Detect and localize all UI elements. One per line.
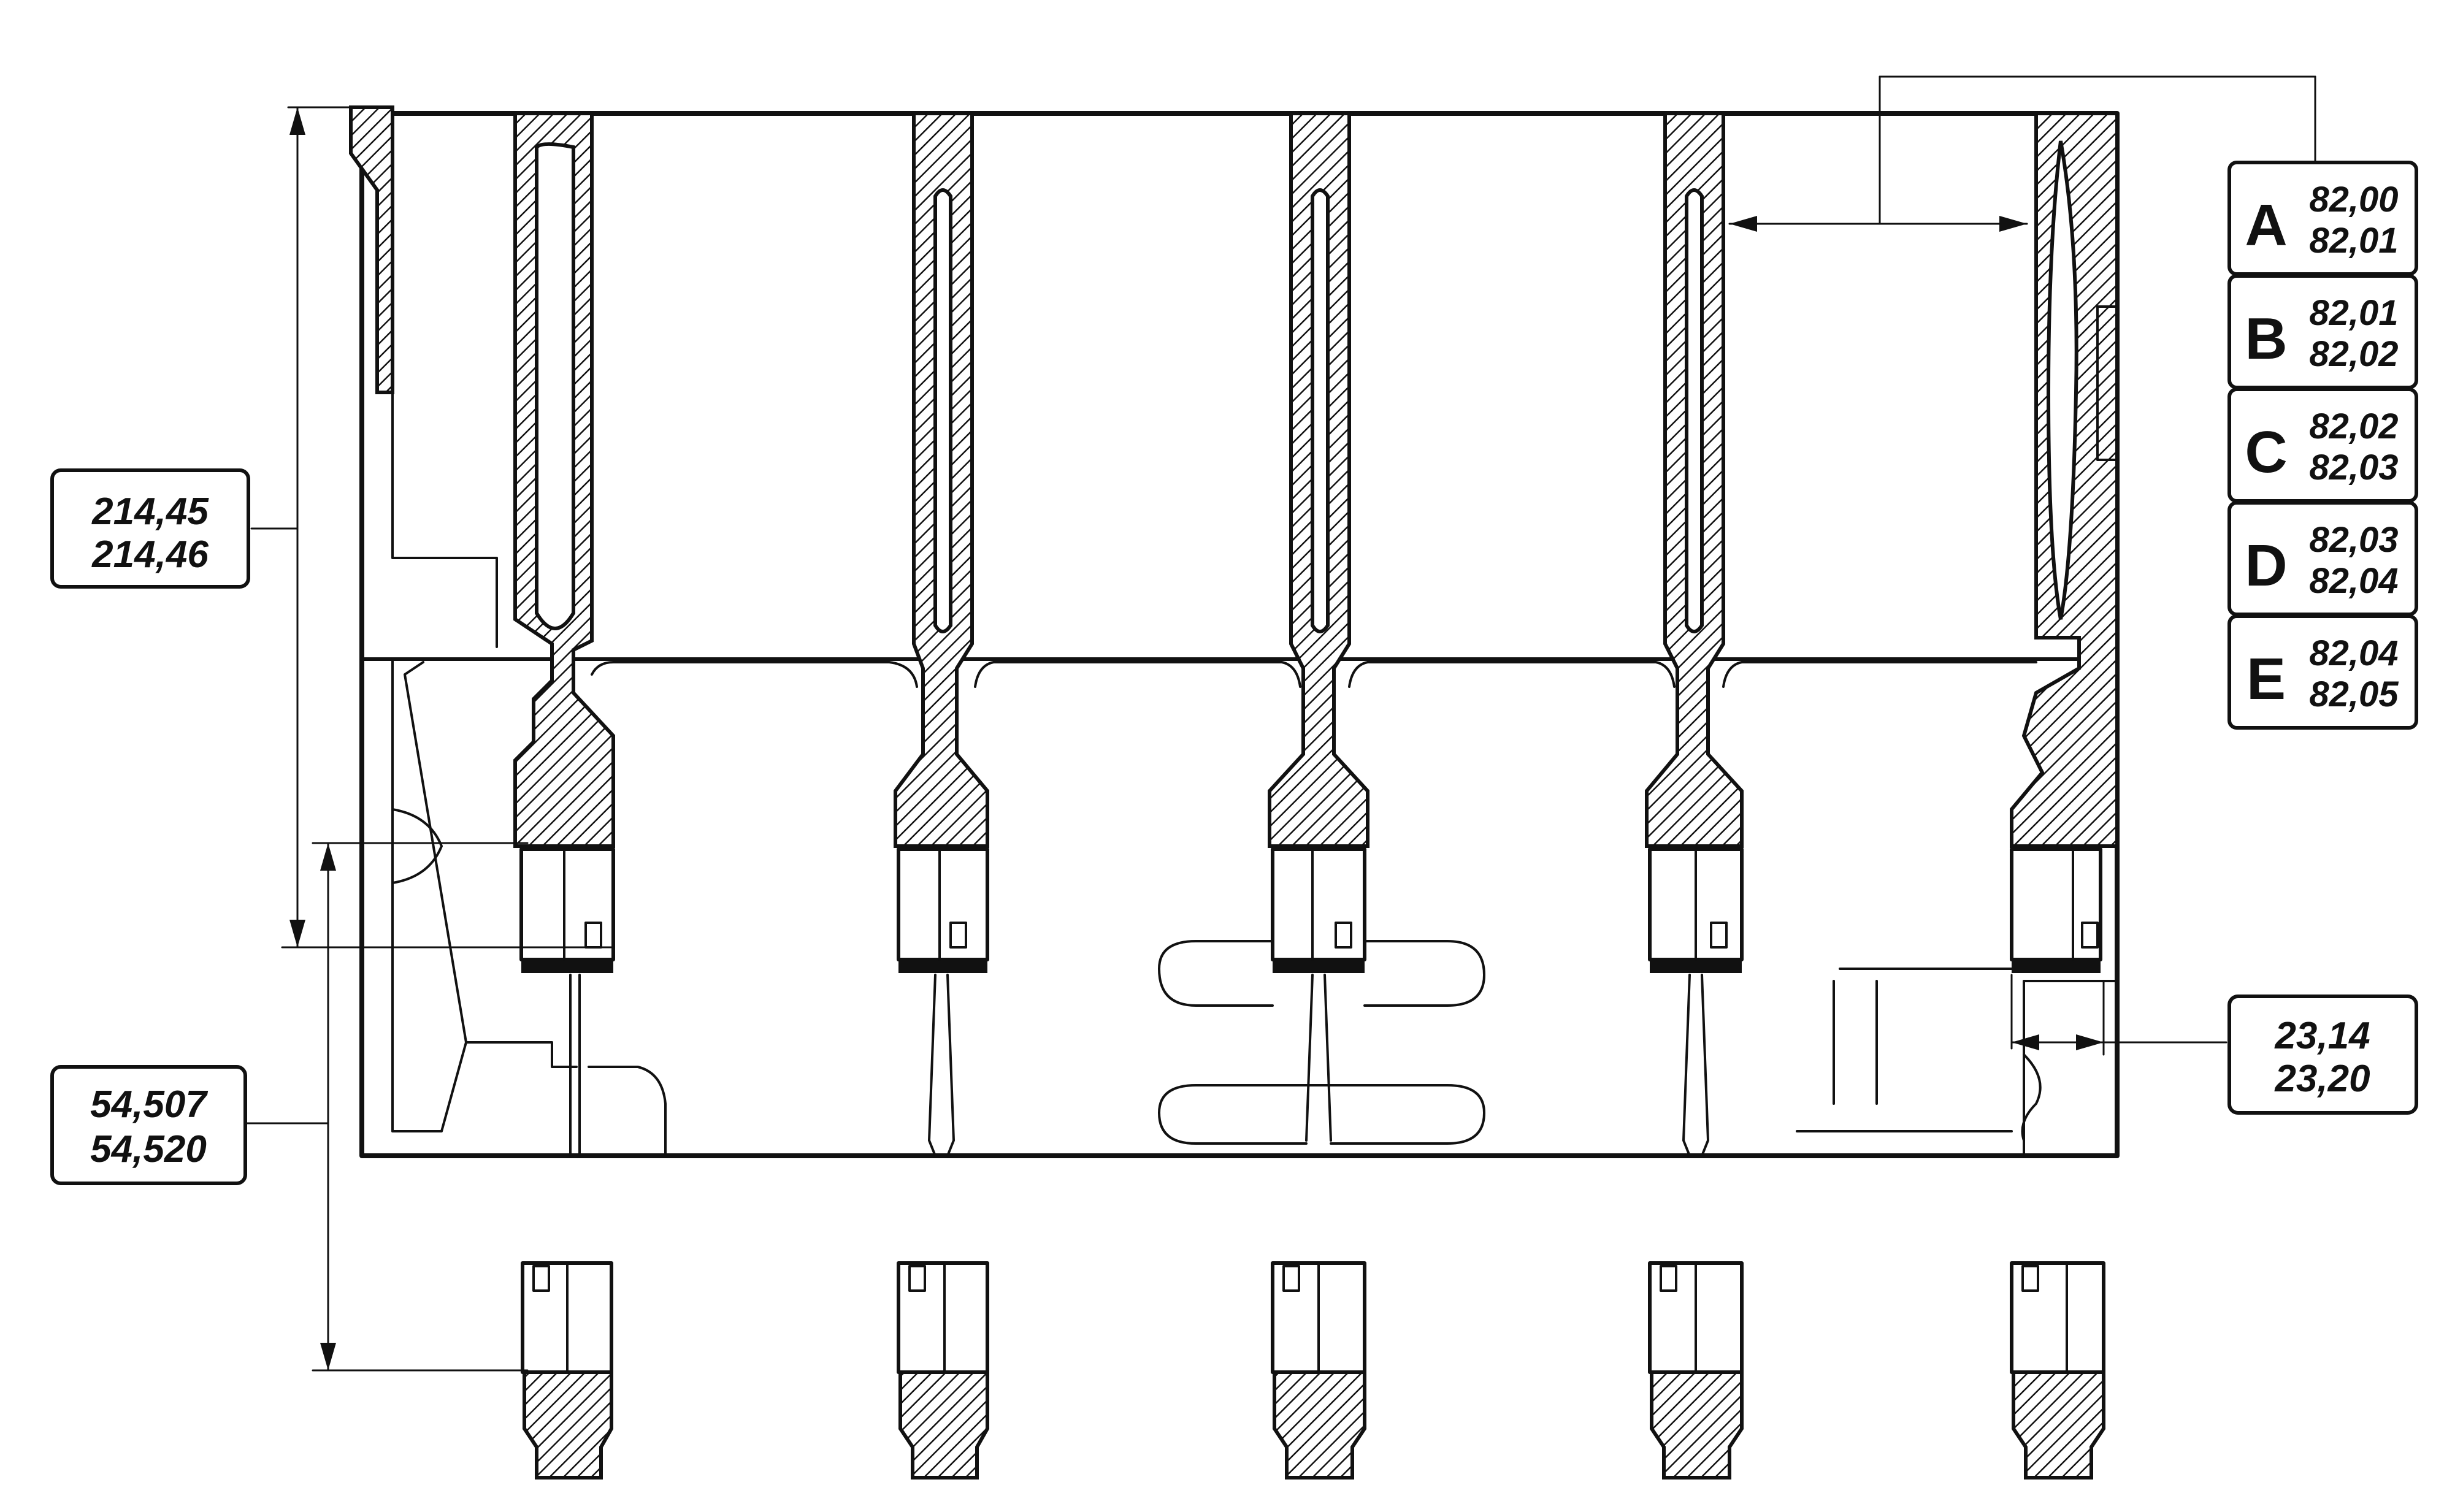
grade-letter: D [2245, 533, 2287, 598]
grade-max: 82,05 [2309, 674, 2399, 714]
grade-row-d: D 82,03 82,04 [2227, 501, 2418, 616]
grade-min: 82,02 [2309, 407, 2398, 446]
grade-min: 82,04 [2309, 633, 2398, 673]
grade-min: 82,00 [2309, 180, 2398, 220]
grade-min: 82,01 [2309, 293, 2398, 333]
main-bearing-bore-min: 54,507 [90, 1083, 208, 1126]
main-bearing-bore-max: 54,520 [90, 1128, 207, 1170]
bearing-cap-2 [897, 1261, 989, 1480]
grade-letter: B [2245, 306, 2287, 372]
dimension-lines [244, 75, 2316, 1372]
grade-min: 82,03 [2309, 520, 2398, 560]
bore-grade-table: A 82,00 82,01 B 82,01 82,02 C 82,02 82,0… [2227, 161, 2418, 730]
label-main-bearing-bore: 54,507 54,520 [50, 1065, 247, 1185]
grade-letter: E [2247, 646, 2286, 712]
block-outline [349, 105, 2120, 1158]
cylinder-height-max: 214,46 [91, 533, 209, 576]
oil-gallery [1158, 940, 1485, 1145]
grade-max: 82,01 [2309, 221, 2398, 261]
crankcase-webs [588, 661, 2037, 1157]
grade-max: 82,04 [2309, 561, 2398, 601]
grade-row-b: B 82,01 82,02 [2227, 274, 2418, 389]
cylinder-height-min: 214,45 [91, 491, 209, 533]
grade-row-c: C 82,02 82,03 [2227, 388, 2418, 503]
grade-max: 82,02 [2309, 334, 2398, 374]
grade-letter: C [2245, 419, 2287, 485]
grade-row-a: A 82,00 82,01 [2227, 161, 2418, 276]
bearing-cap-5 [2010, 1261, 2105, 1480]
grade-row-e: E 82,04 82,05 [2227, 614, 2418, 730]
bearing-cap-1 [521, 1261, 613, 1480]
bearing-cap-3 [1271, 1261, 1366, 1480]
main-bearings [519, 847, 2102, 1157]
bearing-cap-4 [1648, 1261, 1744, 1480]
grade-letter: A [2245, 193, 2287, 258]
grade-max: 82,03 [2309, 448, 2398, 487]
thrust-width-min: 23,14 [2274, 1015, 2370, 1057]
bearing-caps [521, 1261, 2105, 1480]
label-cylinder-height: 214,45 214,46 [50, 468, 250, 589]
label-thrust-width: 23,14 23,20 [2227, 995, 2418, 1115]
thrust-width-max: 23,20 [2274, 1058, 2370, 1100]
cylinder-walls [513, 112, 1744, 848]
